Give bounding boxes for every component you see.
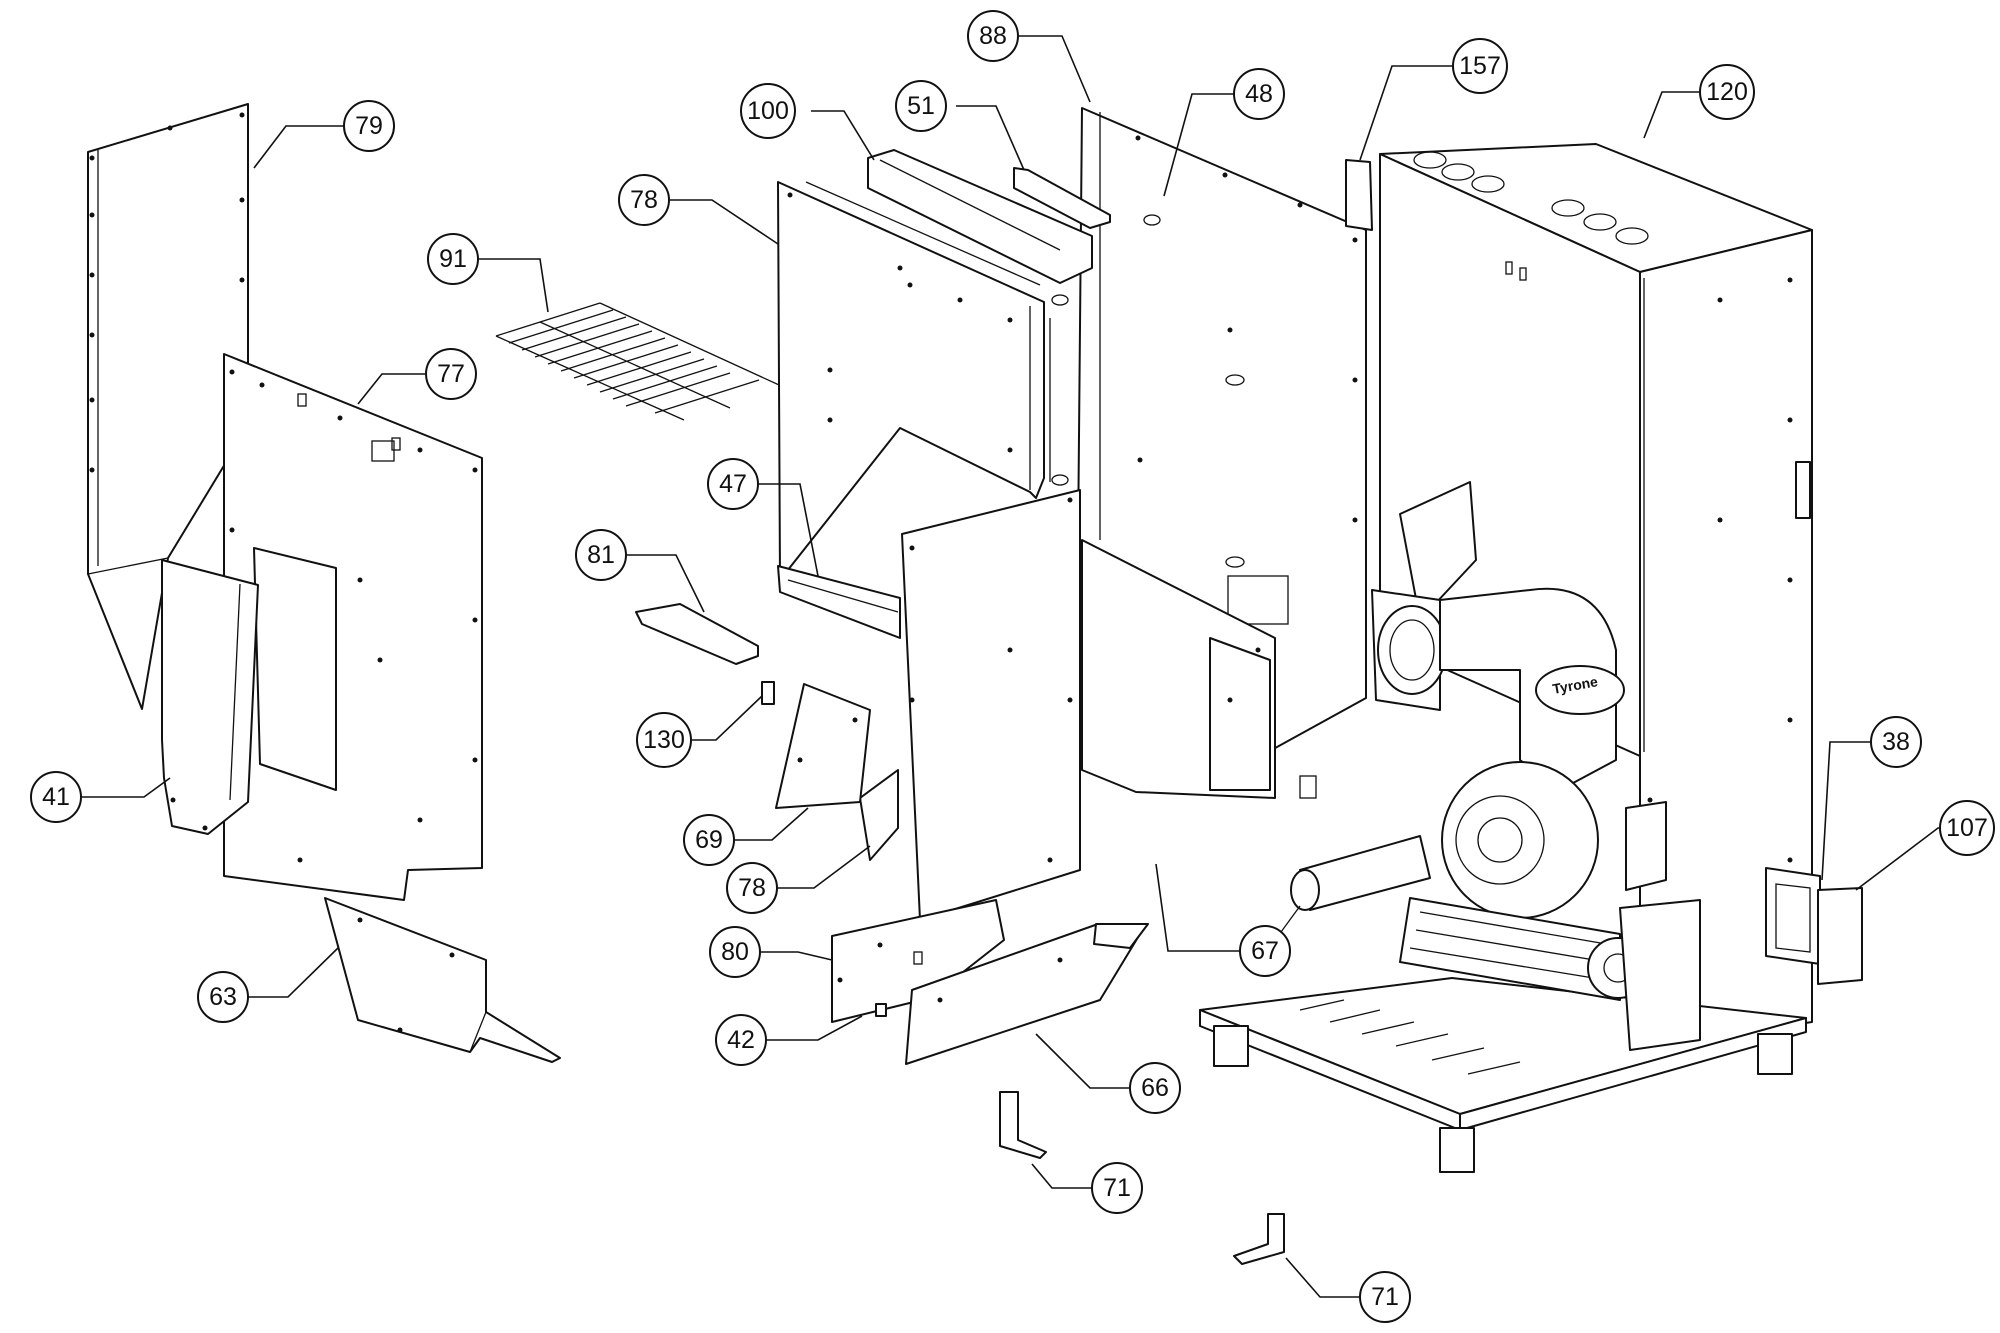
- part-51-bar: [1013, 167, 1111, 229]
- callout-100: 100: [740, 83, 796, 139]
- callout-63: 63: [197, 971, 249, 1023]
- logo-text: Tyrone: [1551, 673, 1599, 697]
- part-81-bracket: [635, 603, 759, 665]
- callout-120: 120: [1699, 64, 1755, 120]
- part-91-grate: [495, 302, 791, 421]
- callout-79: 79: [343, 100, 395, 152]
- callout-130: 130: [636, 712, 692, 768]
- callout-81: 81: [575, 529, 627, 581]
- callout-67: 67: [1239, 925, 1291, 977]
- part-79-rear-panel: [87, 103, 249, 710]
- svg-text:42: 42: [727, 1026, 755, 1054]
- svg-text:47: 47: [719, 470, 747, 498]
- part-157-gasket: [1345, 159, 1373, 231]
- callout-78-top: 78: [618, 174, 670, 226]
- svg-text:107: 107: [1946, 814, 1988, 842]
- svg-text:88: 88: [979, 22, 1007, 50]
- base-tray: [1199, 977, 1807, 1173]
- svg-text:38: 38: [1882, 728, 1910, 756]
- callout-42: 42: [715, 1014, 767, 1066]
- callout-41: 41: [30, 771, 82, 823]
- svg-text:71: 71: [1371, 1283, 1399, 1311]
- part-71-bracket-upper: [999, 1091, 1047, 1159]
- part-130-fastener: [761, 681, 775, 705]
- part-63-bottom-shield: [324, 897, 561, 1063]
- svg-text:157: 157: [1459, 52, 1501, 80]
- svg-text:41: 41: [42, 783, 70, 811]
- svg-text:51: 51: [907, 92, 935, 120]
- callout-51: 51: [895, 80, 947, 132]
- callout-47: 47: [707, 458, 759, 510]
- part-66-bottom-plate: [905, 923, 1149, 1065]
- svg-text:91: 91: [439, 245, 467, 273]
- svg-text:66: 66: [1141, 1074, 1169, 1102]
- svg-text:79: 79: [355, 112, 383, 140]
- part-100-top-rail: [867, 149, 1093, 284]
- svg-text:69: 69: [695, 826, 723, 854]
- callout-107: 107: [1939, 800, 1995, 856]
- callout-71-lower: 71: [1359, 1271, 1411, 1323]
- part-38-frame: [1765, 867, 1821, 965]
- callout-157: 157: [1452, 38, 1508, 94]
- part-42-fastener: [875, 1003, 887, 1017]
- part-77-baffle-panel: [223, 353, 483, 901]
- svg-text:63: 63: [209, 983, 237, 1011]
- part-78-side-panel-upper: [777, 181, 1069, 581]
- part-80-base-plate: [831, 899, 1005, 1023]
- callout-48: 48: [1233, 68, 1285, 120]
- part-67-firebox: [1081, 539, 1317, 799]
- svg-text:78: 78: [630, 186, 658, 214]
- part-107-cover-plate: [1817, 887, 1863, 985]
- callout-66: 66: [1129, 1062, 1181, 1114]
- part-69-plate: [775, 683, 871, 809]
- part-41-deflector: [161, 559, 259, 835]
- callout-77: 77: [425, 348, 477, 400]
- svg-text:48: 48: [1245, 80, 1273, 108]
- callout-78-bottom: 78: [726, 862, 778, 914]
- part-78-small-deflector: [859, 769, 899, 861]
- callout-71-upper: 71: [1091, 1162, 1143, 1214]
- svg-text:120: 120: [1706, 78, 1748, 106]
- svg-text:100: 100: [747, 97, 789, 125]
- leader-lines: [81, 35, 1977, 1298]
- part-71-bracket-lower: [1233, 1213, 1285, 1265]
- callout-69: 69: [683, 814, 735, 866]
- svg-text:130: 130: [643, 726, 685, 754]
- svg-text:77: 77: [437, 360, 465, 388]
- svg-text:80: 80: [721, 938, 749, 966]
- svg-text:71: 71: [1103, 1174, 1131, 1202]
- part-78-front-panel: [901, 489, 1081, 921]
- blower-assembly: Tyrone: [1261, 481, 1701, 1051]
- callout-38: 38: [1870, 716, 1922, 768]
- callout-80: 80: [709, 926, 761, 978]
- svg-text:81: 81: [587, 541, 615, 569]
- part-47-baffle: [777, 565, 901, 639]
- callout-88: 88: [967, 10, 1019, 62]
- svg-text:67: 67: [1251, 937, 1279, 965]
- callout-91: 91: [427, 233, 479, 285]
- svg-text:78: 78: [738, 874, 766, 902]
